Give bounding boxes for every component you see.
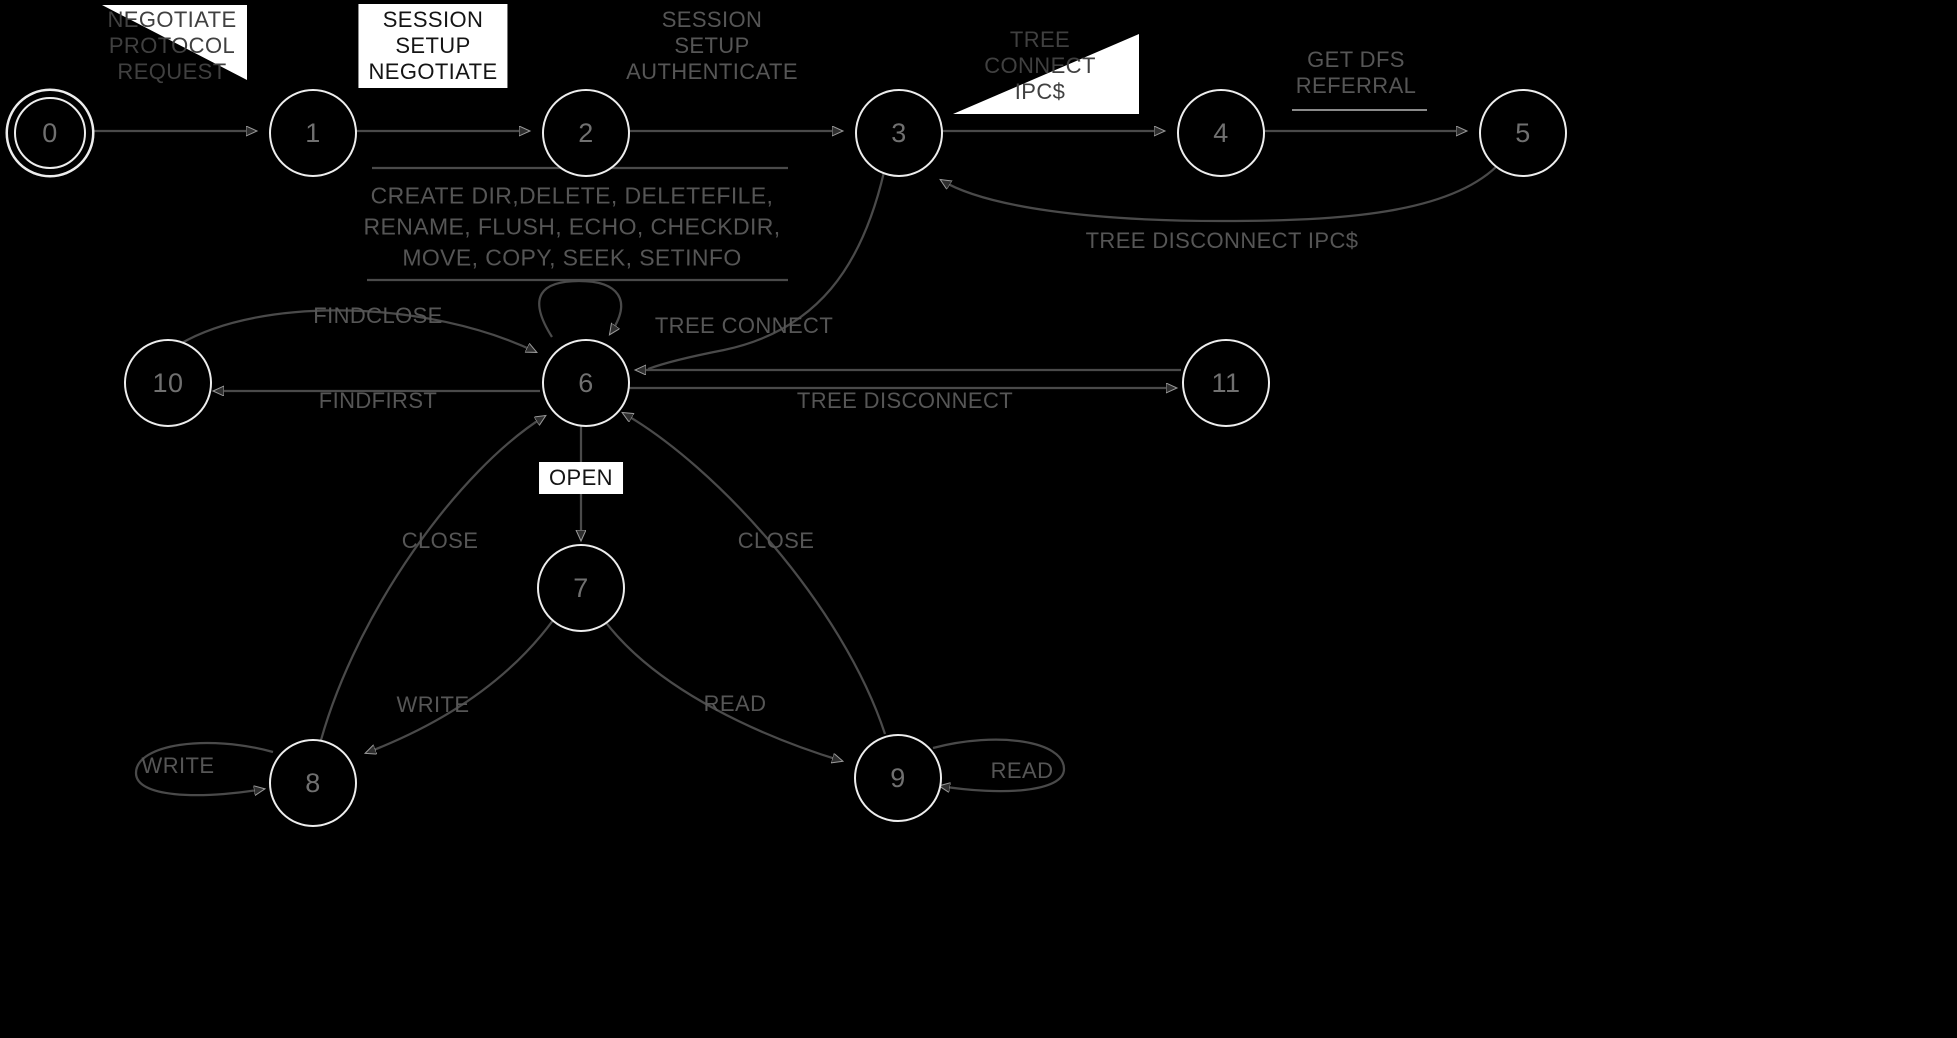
state-node-10: 10 (124, 339, 212, 427)
state-node-5-label: 5 (1515, 117, 1531, 148)
state-node-9-label: 9 (890, 762, 906, 793)
state-node-6: 6 (542, 339, 630, 427)
edge-6-self-loop (538, 279, 623, 338)
edge-label-open: OPEN (539, 462, 623, 494)
label-highlights (102, 5, 1139, 114)
edge-label-tree-disconnect: TREE DISCONNECT (796, 388, 1014, 413)
edge-8-self-loop-write (134, 741, 274, 795)
state-node-3: 3 (855, 89, 943, 177)
tree-connect-ipc-label-highlight-triangle (953, 34, 1139, 114)
edge-label-read-self-loop: READ (990, 758, 1054, 783)
state-node-11: 11 (1182, 339, 1270, 427)
state-node-10-label: 10 (152, 367, 184, 398)
state-node-1-label: 1 (305, 117, 321, 148)
edge-5-3-tree-disconnect-ipc (941, 162, 1501, 223)
negotiate-label-highlight-triangle (102, 5, 247, 80)
state-node-5: 5 (1479, 89, 1567, 177)
edge-label-findclose: FINDCLOSE (313, 303, 443, 328)
edge-9-6-close (623, 413, 887, 735)
state-node-3-label: 3 (891, 117, 907, 148)
state-node-2: 2 (542, 89, 630, 177)
edge-label-session-setup-authenticate: SESSION SETUP AUTHENTICATE (626, 7, 798, 84)
edge-label-close-right: CLOSE (737, 528, 815, 553)
state-node-9: 9 (854, 734, 942, 822)
edge-label-tree-connect: TREE CONNECT (654, 313, 834, 338)
edge-7-9-read (603, 619, 842, 761)
edge-label-session-setup-negotiate: SESSION SETUP NEGOTIATE (358, 4, 508, 88)
state-node-4: 4 (1177, 89, 1265, 177)
state-node-6-label: 6 (578, 367, 594, 398)
edge-label-close-left: CLOSE (401, 528, 479, 553)
edge-label-write: WRITE (396, 692, 470, 717)
state-node-7-label: 7 (573, 572, 589, 603)
edge-label-file-operations-loop: CREATE DIR,DELETE, DELETEFILE, RENAME, F… (363, 182, 781, 271)
edge-label-read: READ (703, 691, 767, 716)
edge-10-6-findclose (179, 309, 536, 354)
edge-label-write-self-loop: WRITE (141, 753, 215, 778)
state-node-8-label: 8 (305, 767, 321, 798)
state-node-8: 8 (269, 739, 357, 827)
state-node-0: 0 (14, 97, 86, 169)
edge-label-findfirst: FINDFIRST (318, 388, 438, 413)
state-node-2-label: 2 (578, 117, 594, 148)
edges (92, 109, 1501, 795)
edge-label-get-dfs-referral: GET DFS REFERRAL (1295, 47, 1417, 98)
edge-9-self-loop-read (932, 738, 1066, 791)
state-node-1: 1 (269, 89, 357, 177)
state-node-11-label: 11 (1211, 367, 1241, 398)
edge-8-6-close (319, 416, 545, 741)
edge-label-tree-disconnect-ipc: TREE DISCONNECT IPC$ (1085, 228, 1359, 253)
state-node-7: 7 (537, 544, 625, 632)
state-node-4-label: 4 (1213, 117, 1229, 148)
edge-label-negotiate-protocol-request: NEGOTIATE PROTOCOL REQUEST (107, 7, 237, 84)
edge-label-tree-connect-ipc: TREE CONNECT IPC$ (984, 27, 1096, 104)
edge-7-8-write (366, 618, 555, 753)
edge-3-6-tree-connect (647, 171, 886, 371)
state-node-0-label: 0 (42, 117, 58, 148)
